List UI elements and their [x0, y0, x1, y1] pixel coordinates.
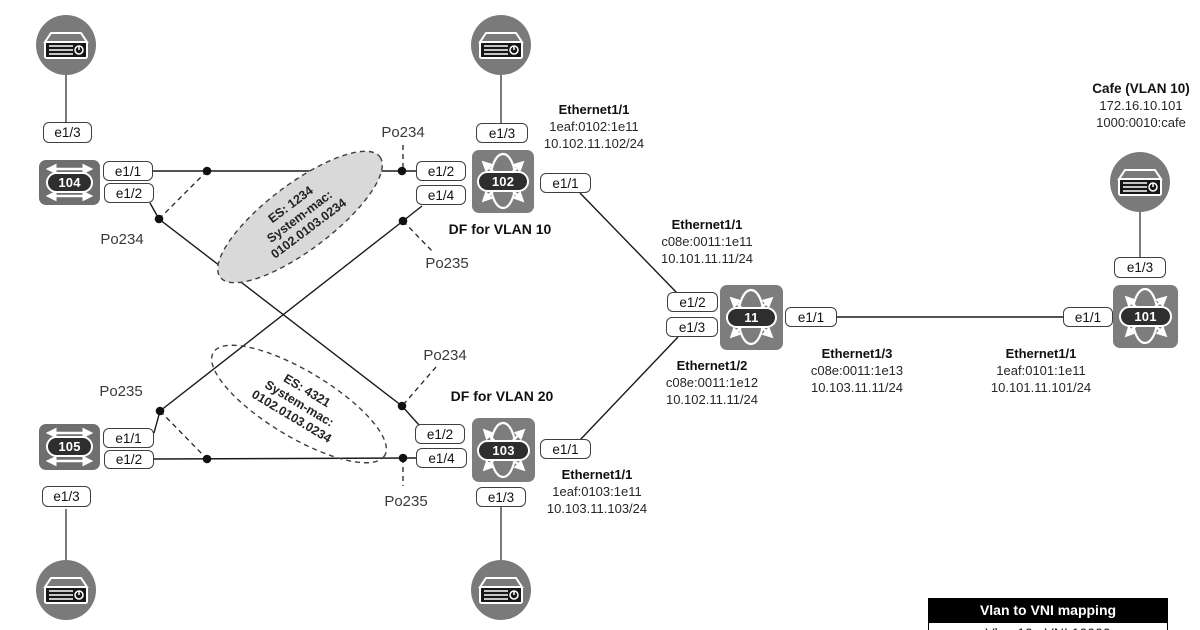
host-icon-cafe: [1110, 152, 1170, 212]
junction-dots: [154, 166, 408, 464]
links: [149, 170, 1063, 460]
switch-label-103: 103: [477, 440, 530, 461]
link-102e11-11e12: [579, 192, 679, 295]
host-icon-top-left: [36, 15, 96, 75]
host-stems: [65, 75, 1141, 560]
link-105e11-102e14: [153, 205, 423, 434]
iface-mac: 1eaf:0102:1e11: [549, 119, 639, 134]
port-11-e11: e1/1: [785, 307, 837, 327]
port-103-e13: e1/3: [476, 487, 526, 507]
iface-label-leaf101-e11: Ethernet1/1 1eaf:0101:1e11 10.101.11.101…: [991, 345, 1091, 396]
port-channel-dashes: [158, 145, 437, 486]
port-105-e13: e1/3: [42, 486, 91, 507]
port-11-e12: e1/2: [667, 292, 718, 312]
iface-name: Ethernet1/1: [561, 467, 633, 482]
port-103-e12: e1/2: [415, 424, 465, 444]
switch-label-11: 11: [726, 307, 777, 328]
po235-label-103: Po235: [384, 493, 428, 510]
port-102-e14: e1/4: [416, 185, 466, 205]
es-1234-ellipse: [217, 150, 383, 284]
iface-ip: 10.102.11.102/24: [543, 136, 645, 151]
host-icon-bottom-left: [36, 560, 96, 620]
link-103e11-11e13: [579, 336, 679, 441]
switch-label-104: 104: [46, 172, 93, 193]
iface-ip: 10.101.11.11/24: [660, 251, 754, 266]
iface-label-spine11-e13: Ethernet1/3 c08e:0011:1e13 10.103.11.11/…: [811, 345, 903, 396]
port-101-e13: e1/3: [1114, 257, 1166, 278]
iface-ip: 10.103.11.11/24: [810, 380, 904, 395]
iface-mac: 1eaf:0101:1e11: [996, 363, 1086, 378]
po235-label-105: Po235: [99, 383, 143, 400]
link-104e12-103e12: [149, 202, 420, 426]
port-103-e11: e1/1: [540, 439, 591, 459]
es-4321-ellipse: [210, 344, 388, 464]
iface-ip: 10.102.11.11/24: [665, 392, 759, 407]
iface-ip: 10.101.11.101/24: [990, 380, 1092, 395]
port-102-e13: e1/3: [476, 123, 528, 143]
cafe-ip: 172.16.10.101: [1099, 98, 1183, 113]
switch-label-102: 102: [477, 171, 529, 192]
port-104-e12: e1/2: [104, 183, 154, 203]
iface-name: Ethernet1/1: [671, 217, 743, 232]
switch-label-105: 105: [46, 436, 93, 457]
iface-name: Ethernet1/2: [676, 358, 748, 373]
iface-mac: c08e:0011:1e11: [661, 234, 753, 249]
vlan-vni-table-header: Vlan to VNI mapping: [928, 598, 1168, 623]
host-icon-bottom-middle: [471, 560, 531, 620]
iface-label-spine11-e11: Ethernet1/1 c08e:0011:1e11 10.101.11.11/…: [661, 216, 753, 267]
port-101-e11: e1/1: [1063, 307, 1113, 327]
iface-label-leaf102-e11: Ethernet1/1 1eaf:0102:1e11 10.102.11.102…: [544, 101, 644, 152]
cafe-host-label: Cafe (VLAN 10) 172.16.10.101 1000:0010:c…: [1092, 80, 1190, 131]
iface-mac: c08e:0011:1e13: [810, 363, 904, 378]
port-102-e12: e1/2: [416, 161, 466, 181]
port-105-e12: e1/2: [104, 450, 154, 469]
iface-name: Ethernet1/3: [821, 346, 893, 361]
po234-label-103: Po234: [423, 347, 467, 364]
iface-label-leaf103-e11: Ethernet1/1 1eaf:0103:1e11 10.103.11.103…: [547, 466, 647, 517]
cafe-title: Cafe (VLAN 10): [1092, 81, 1190, 96]
po235-label-102: Po235: [425, 255, 469, 272]
link-105e12-103e14: [153, 457, 417, 460]
iface-mac: 1eaf:0103:1e11: [552, 484, 642, 499]
iface-mac: c08e:0011:1e12: [665, 375, 759, 390]
port-102-e11: e1/1: [540, 173, 591, 193]
df-vlan10-label: DF for VLAN 10: [448, 221, 552, 237]
iface-name: Ethernet1/1: [1005, 346, 1077, 361]
port-103-e14: e1/4: [416, 448, 467, 468]
port-104-e11: e1/1: [103, 161, 153, 181]
iface-ip: 10.103.11.103/24: [546, 501, 648, 516]
port-105-e11: e1/1: [103, 428, 154, 448]
switch-label-101: 101: [1119, 306, 1172, 327]
host-icon-top-middle: [471, 15, 531, 75]
vlan-vni-table: Vlan to VNI mapping Vlan 10 : VNI 10000: [928, 598, 1168, 630]
po234-label-104: Po234: [100, 231, 144, 248]
po234-label-102: Po234: [381, 124, 425, 141]
iface-name: Ethernet1/1: [558, 102, 630, 117]
cafe-mac: 1000:0010:cafe: [1096, 115, 1186, 130]
iface-label-spine11-e12: Ethernet1/2 c08e:0011:1e12 10.102.11.11/…: [666, 357, 758, 408]
vlan-vni-table-row: Vlan 10 : VNI 10000: [928, 623, 1168, 630]
df-vlan20-label: DF for VLAN 20: [450, 388, 554, 404]
port-11-e13: e1/3: [666, 317, 718, 337]
port-104-e13: e1/3: [43, 122, 92, 143]
